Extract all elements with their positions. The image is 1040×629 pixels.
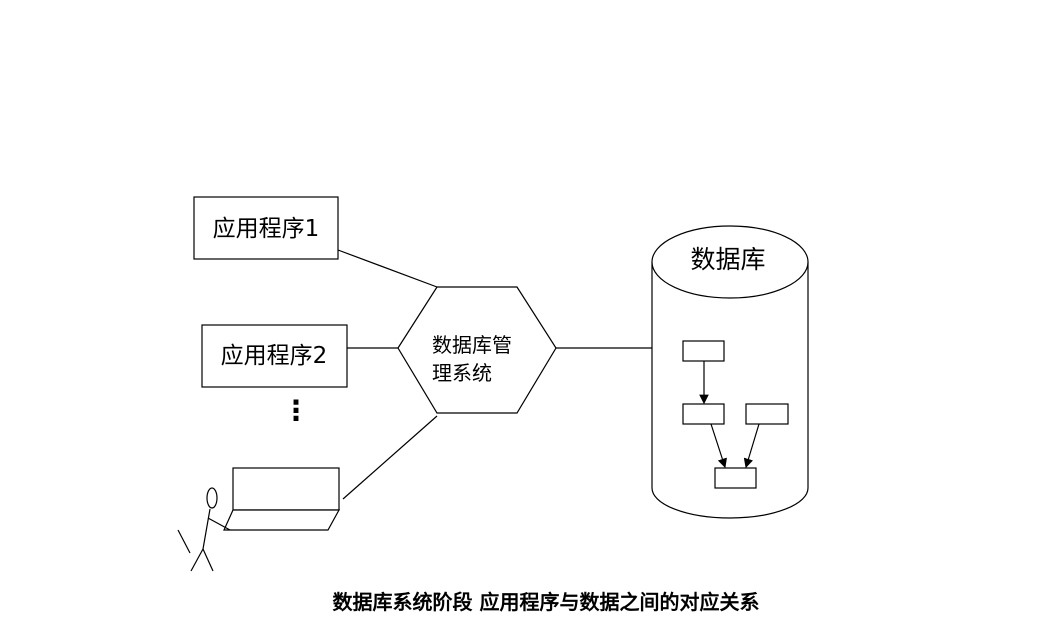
dbms-label-line1: 数据库管 [432,333,512,357]
user-figure [177,487,231,572]
database-cylinder: 数据库 [651,225,809,519]
arrow-record2-record4 [710,423,727,469]
user-terminal [177,467,341,572]
dbms-hexagon: 数据库管 理系统 [397,286,557,414]
app1-box: 应用程序1 [193,196,339,260]
user-head [206,487,218,509]
app2-box: 应用程序2 [201,324,348,388]
data-record-1 [682,340,725,362]
data-record-2 [682,403,725,425]
diagram-caption: 数据库系统阶段 应用程序与数据之间的对应关系 [333,590,760,614]
data-record-4 [714,467,757,489]
dbms-label-line2: 理系统 [432,361,492,385]
app2-label: 应用程序2 [221,343,328,369]
terminal-screen [232,467,340,511]
arrow-record3-record4 [743,423,760,469]
terminal-keyboard [223,509,341,531]
connector-app1-dbms [337,249,438,288]
database-label: 数据库 [690,245,765,274]
ellipsis-more-apps: ⋮ [282,394,310,427]
connector-user-dbms [342,415,438,500]
data-record-3 [745,403,789,425]
app1-label: 应用程序1 [213,216,320,242]
